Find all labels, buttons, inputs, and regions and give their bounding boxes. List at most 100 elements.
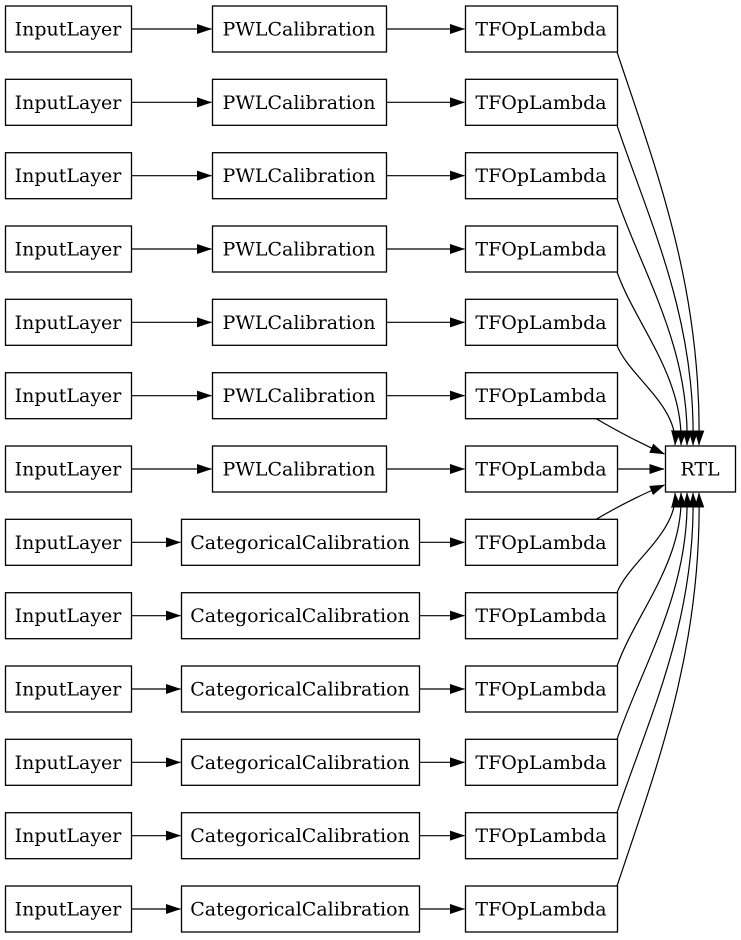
- node-label: InputLayer: [15, 899, 123, 921]
- node-label: PWLCalibration: [223, 459, 376, 481]
- edge-lambda-2-to-rtl: [616, 125, 699, 446]
- node-box: [4, 445, 133, 493]
- node-box: [4, 372, 133, 420]
- node-calibration-8: CategoricalCalibration: [180, 518, 421, 566]
- node-box: [4, 665, 133, 713]
- node-input-13: InputLayer: [4, 885, 133, 933]
- edge-lambda-4-to-rtl: [616, 271, 687, 446]
- node-label: TFOpLambda: [475, 239, 606, 261]
- node-lambda-11: TFOpLambda: [464, 738, 619, 786]
- node-label: InputLayer: [15, 752, 123, 774]
- node-input-6: InputLayer: [4, 372, 133, 420]
- node-input-1: InputLayer: [4, 5, 133, 53]
- node-label: InputLayer: [15, 459, 123, 481]
- node-box: [464, 518, 619, 566]
- node-label: CategoricalCalibration: [190, 605, 410, 627]
- node-label: TFOpLambda: [475, 459, 606, 481]
- node-label: InputLayer: [15, 532, 123, 554]
- edge-lambda-10-to-rtl: [616, 492, 687, 667]
- node-lambda-13: TFOpLambda: [464, 885, 619, 933]
- edge-lambda-11-to-rtl: [616, 492, 693, 740]
- node-label: InputLayer: [15, 385, 123, 407]
- node-label: TFOpLambda: [475, 679, 606, 701]
- edge-lambda-5-to-rtl: [616, 345, 682, 446]
- node-calibration-11: CategoricalCalibration: [180, 738, 421, 786]
- node-box: [464, 152, 619, 200]
- node-box: [464, 445, 619, 493]
- node-label: InputLayer: [15, 92, 123, 114]
- node-box: [464, 372, 619, 420]
- node-label: InputLayer: [15, 679, 123, 701]
- node-box: [4, 592, 133, 640]
- node-input-5: InputLayer: [4, 298, 133, 346]
- node-calibration-2: PWLCalibration: [211, 78, 388, 126]
- node-calibration-1: PWLCalibration: [211, 5, 388, 53]
- node-calibration-4: PWLCalibration: [211, 225, 388, 273]
- node-calibration-3: PWLCalibration: [211, 152, 388, 200]
- node-box: [464, 78, 619, 126]
- node-label: InputLayer: [15, 239, 123, 261]
- node-lambda-5: TFOpLambda: [464, 298, 619, 346]
- node-box: [464, 592, 619, 640]
- node-label: TFOpLambda: [475, 825, 606, 847]
- node-label: PWLCalibration: [223, 239, 376, 261]
- node-calibration-6: PWLCalibration: [211, 372, 388, 420]
- node-box: [211, 5, 388, 53]
- node-label: CategoricalCalibration: [190, 899, 410, 921]
- node-label: CategoricalCalibration: [190, 532, 410, 554]
- edges: [131, 24, 705, 914]
- node-box: [464, 225, 619, 273]
- node-lambda-4: TFOpLambda: [464, 225, 619, 273]
- node-lambda-7: TFOpLambda: [464, 445, 619, 493]
- node-box: [4, 225, 133, 273]
- node-box: [4, 5, 133, 53]
- node-box: [211, 152, 388, 200]
- node-lambda-12: TFOpLambda: [464, 812, 619, 860]
- node-input-3: InputLayer: [4, 152, 133, 200]
- edge-lambda-6-to-rtl: [595, 418, 665, 455]
- node-label: TFOpLambda: [475, 165, 606, 187]
- node-box: [4, 812, 133, 860]
- node-box: [4, 298, 133, 346]
- node-label: TFOpLambda: [475, 19, 606, 41]
- node-input-2: InputLayer: [4, 78, 133, 126]
- node-box: [211, 372, 388, 420]
- node-label: CategoricalCalibration: [190, 752, 410, 774]
- node-input-7: InputLayer: [4, 445, 133, 493]
- node-rtl: RTL: [664, 445, 737, 493]
- node-lambda-9: TFOpLambda: [464, 592, 619, 640]
- edge-lambda-9-to-rtl: [616, 492, 682, 593]
- node-box: [464, 5, 619, 53]
- node-box: [464, 738, 619, 786]
- node-box: [464, 885, 619, 933]
- node-box: [464, 665, 619, 713]
- node-lambda-10: TFOpLambda: [464, 665, 619, 713]
- node-label: CategoricalCalibration: [190, 679, 410, 701]
- node-input-4: InputLayer: [4, 225, 133, 273]
- node-lambda-6: TFOpLambda: [464, 372, 619, 420]
- node-box: [4, 152, 133, 200]
- node-label: TFOpLambda: [475, 532, 606, 554]
- node-label: InputLayer: [15, 605, 123, 627]
- node-lambda-2: TFOpLambda: [464, 78, 619, 126]
- node-label: InputLayer: [15, 312, 123, 334]
- node-box: [4, 738, 133, 786]
- node-input-8: InputLayer: [4, 518, 133, 566]
- node-input-10: InputLayer: [4, 665, 133, 713]
- node-box: [180, 518, 421, 566]
- node-box: [4, 885, 133, 933]
- node-input-9: InputLayer: [4, 592, 133, 640]
- node-label: PWLCalibration: [223, 165, 376, 187]
- node-label: RTL: [680, 459, 720, 481]
- node-box: [211, 445, 388, 493]
- node-box: [180, 592, 421, 640]
- node-label: TFOpLambda: [475, 385, 606, 407]
- edge-lambda-3-to-rtl: [616, 198, 693, 446]
- node-label: CategoricalCalibration: [190, 825, 410, 847]
- node-box: [180, 812, 421, 860]
- node-calibration-10: CategoricalCalibration: [180, 665, 421, 713]
- node-label: TFOpLambda: [475, 752, 606, 774]
- node-label: PWLCalibration: [223, 92, 376, 114]
